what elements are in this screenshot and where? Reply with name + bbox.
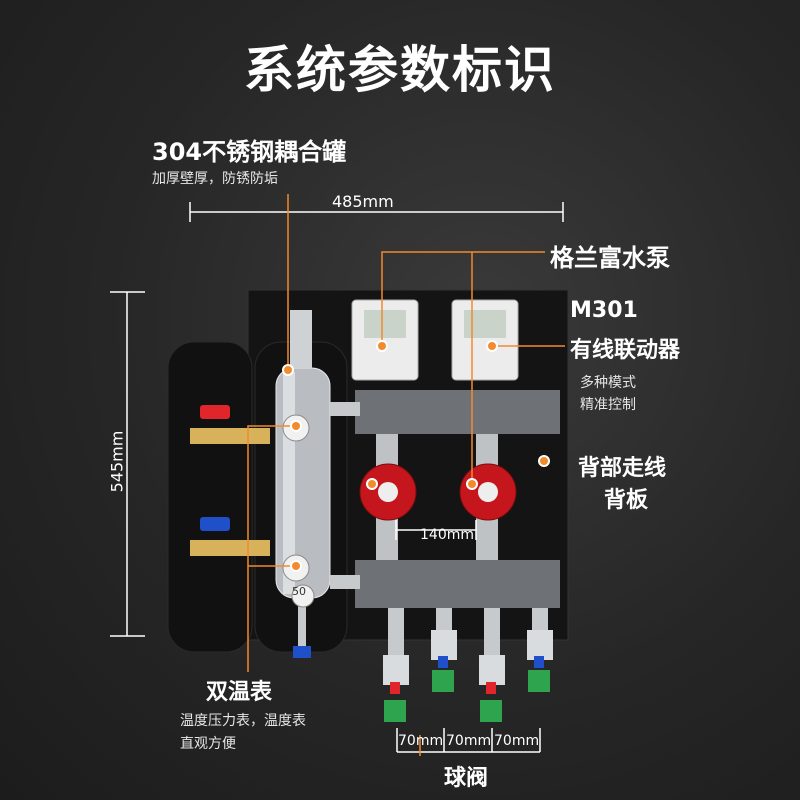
pump-left-hub: [378, 482, 398, 502]
controller-sub2: 精准控制: [580, 397, 636, 413]
gauge-top-dot: [290, 420, 302, 432]
tank-outlet-bottom: [330, 575, 360, 589]
tank-drain: [298, 598, 306, 658]
controller-left-screen: [364, 310, 406, 338]
backboard-label-2: 背板: [604, 488, 649, 513]
outlet-valves: [383, 608, 553, 722]
gauge-value: 50: [292, 585, 306, 598]
tank-callout-dot: [282, 364, 294, 376]
valve-pipe-bottom: [190, 540, 270, 556]
insulation-jacket-left: [167, 341, 253, 653]
valve-gap-2: 70mm: [446, 733, 492, 749]
gauge-bottom-dot: [290, 560, 302, 572]
thermo-label: 双温表: [206, 680, 273, 705]
thermo-sub2: 直观方便: [180, 736, 236, 752]
drain-valve: [293, 646, 311, 658]
pump-right-hub: [478, 482, 498, 502]
dimension-lines: [110, 202, 564, 753]
blue-valve-handle: [200, 517, 230, 531]
valve-pipe-top: [190, 428, 270, 444]
controller-sub1: 多种模式: [580, 375, 636, 391]
controller-left-dot: [376, 340, 388, 352]
tank-vent: [290, 310, 312, 368]
backboard-label-1: 背部走线: [578, 456, 667, 481]
controller-right-dot: [486, 340, 498, 352]
valve-gap-3: 70mm: [494, 733, 540, 749]
pump-right-dot: [466, 478, 478, 490]
top-manifold: [355, 390, 560, 434]
backboard-dot: [538, 455, 550, 467]
controller-right-screen: [464, 310, 506, 338]
width-dimension: 485mm: [332, 192, 394, 211]
height-dimension: 545mm: [107, 430, 127, 493]
controller-model: M301: [570, 298, 638, 323]
page-title: 系统参数标识: [244, 41, 556, 99]
red-valve-handle: [200, 405, 230, 419]
controller-label: 有线联动器: [570, 338, 681, 363]
valve-label: 球阀: [444, 766, 489, 791]
tank-label: 304不锈钢耦合罐: [152, 138, 347, 166]
tank-outlet-top: [330, 402, 360, 416]
callout-leaders: [247, 194, 565, 756]
pressure-gauge: [291, 584, 315, 608]
pump-left-dot: [366, 478, 378, 490]
bottom-manifold: [355, 560, 560, 608]
thermo-sub1: 温度压力表，温度表: [180, 713, 306, 729]
tank-sublabel: 加厚壁厚，防锈防垢: [152, 171, 278, 187]
valve-gap-1: 70mm: [398, 733, 444, 749]
pump-label: 格兰富水泵: [550, 244, 670, 272]
pump-gap-dimension: 140mm: [420, 527, 474, 543]
